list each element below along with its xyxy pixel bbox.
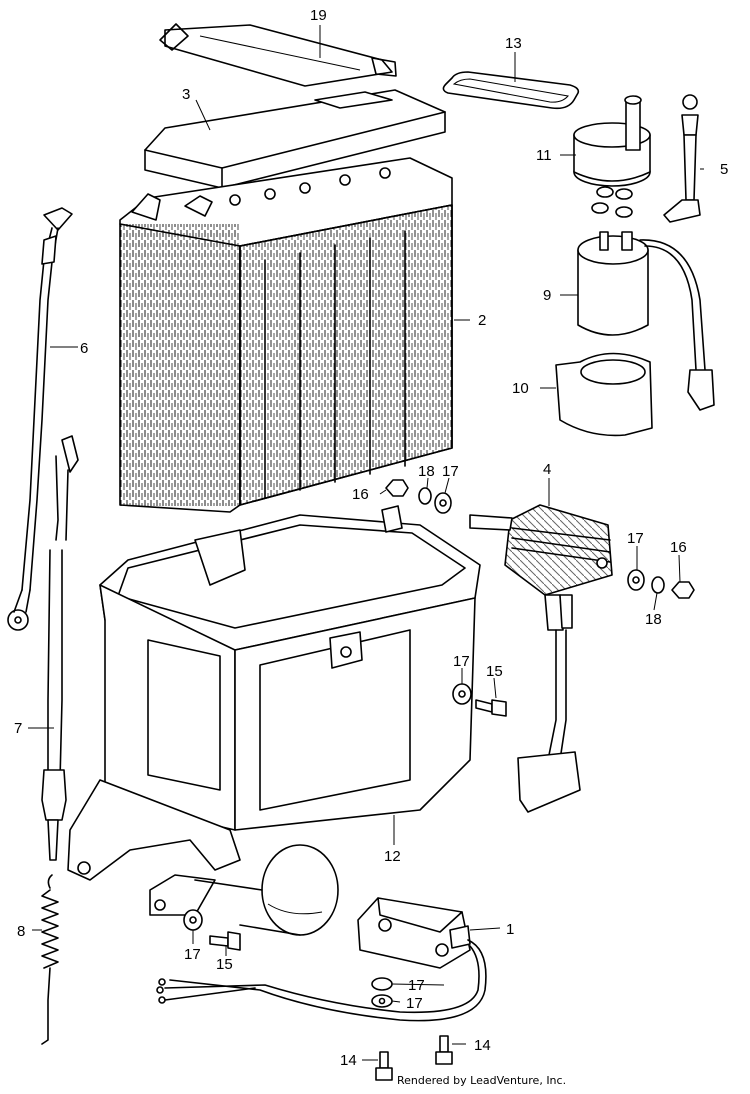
callout-16-right: 16 [670,539,687,556]
callout-10: 10 [512,380,529,397]
battery [119,157,453,513]
spring [41,874,59,1045]
battery-strap [159,23,397,87]
starter-relay [577,231,715,411]
callout-labels: 19 13 3 11 5 2 6 9 10 4 18 17 16 17 16 1… [14,7,728,1069]
callout-7: 7 [14,720,22,737]
callout-6: 6 [80,340,88,357]
callout-17-right: 17 [627,530,644,547]
callout-17-icu-a: 17 [408,977,425,994]
callout-17-top: 17 [442,463,459,480]
callout-8: 8 [17,923,25,940]
callout-3: 3 [182,86,190,103]
battery-case [67,505,481,936]
callout-11: 11 [536,147,552,164]
callout-13: 13 [505,35,522,52]
gasket [442,71,580,110]
callout-15-mid: 15 [486,663,503,680]
callout-12: 12 [384,848,401,865]
relay-cap [573,95,651,218]
callout-9: 9 [543,287,551,304]
render-credit: Rendered by LeadVenture, Inc. [397,1074,567,1087]
callout-2: 2 [478,312,486,329]
callout-17-icu-b: 17 [406,995,423,1012]
battery-cover [144,89,446,189]
callout-15-low: 15 [216,956,233,973]
cable-7 [41,435,79,861]
cable-6 [7,207,73,631]
fasteners [183,479,695,1081]
callout-5: 5 [720,161,728,178]
regulator-rectifier [469,504,613,813]
callout-18-right: 18 [645,611,662,628]
callout-17-mid: 17 [453,653,470,670]
ignition-unit [156,897,487,1022]
callout-17-low: 17 [184,946,201,963]
leader-lines [28,25,704,1061]
relay-mount [555,352,653,437]
callout-19: 19 [310,7,327,24]
callout-4: 4 [543,461,551,478]
callout-1: 1 [506,921,514,938]
callout-14-left: 14 [340,1052,357,1069]
callout-18-top: 18 [418,463,435,480]
callout-14-right: 14 [474,1037,491,1054]
short-cable [663,94,701,223]
callout-16-top: 16 [352,486,369,503]
